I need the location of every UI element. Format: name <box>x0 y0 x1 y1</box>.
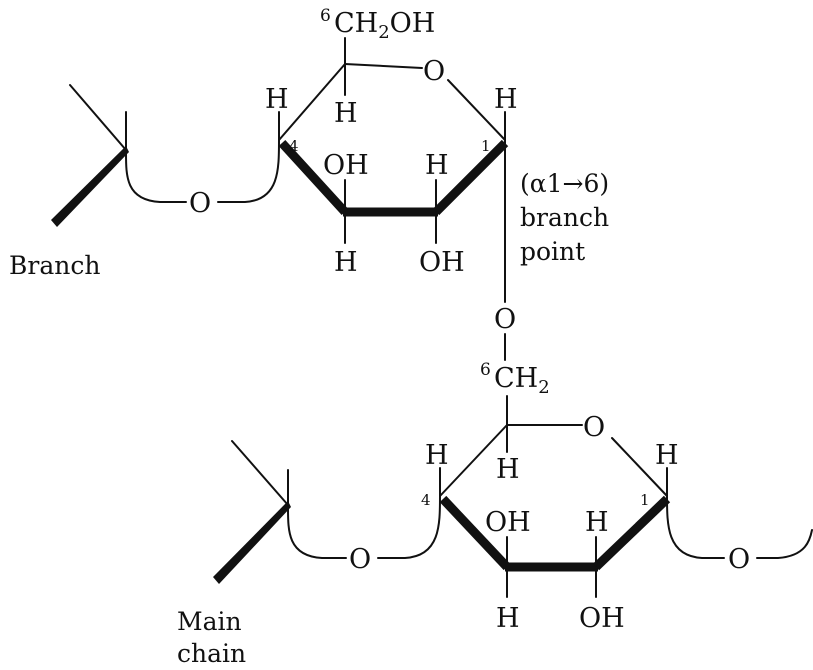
branch-c5-c4-bond <box>278 63 346 141</box>
branch-c2-oh: OH <box>419 247 465 278</box>
branch-c3-h: H <box>334 247 358 278</box>
branch-c5-h: H <box>334 98 358 129</box>
main-c4-c3-bond <box>439 495 511 571</box>
branch-c2-h: H <box>425 150 449 181</box>
main-link-chain-bond <box>286 504 347 559</box>
main-c2-c1-bond <box>592 495 671 571</box>
main-chain-caption-line2: chain <box>177 639 246 668</box>
branch-chain-end-line <box>69 84 127 151</box>
main-c5-h: H <box>496 454 520 485</box>
main-chain-wedge <box>213 501 291 584</box>
branch-c4-c3-bond <box>278 139 349 216</box>
branch-chain-wedge <box>51 146 129 227</box>
branch-c4-h: H <box>265 84 289 115</box>
main-c2-h: H <box>585 507 609 538</box>
main-ring-oxygen: O <box>583 412 605 443</box>
main-link-oxygen-left: O <box>349 544 371 575</box>
main-c4-h: H <box>425 440 449 471</box>
branch-c2-c1-bond <box>432 139 509 216</box>
branch-c5-o-bond <box>344 63 423 69</box>
branch-c4-number: 4 <box>289 137 299 155</box>
main-c1-link-bond <box>666 495 725 559</box>
main-c3-oh: OH <box>485 507 531 538</box>
main-c2-oh: OH <box>579 603 625 634</box>
alpha16-glycosidic-oxygen: O <box>494 304 516 335</box>
branch-c1-number: 1 <box>481 137 491 155</box>
main-c1-number: 1 <box>640 491 650 509</box>
main-c6-label: CH2 <box>494 363 550 398</box>
branch-link-oxygen: O <box>189 188 211 219</box>
branch-c1-h: H <box>494 84 518 115</box>
branch-c6-number: 6 <box>320 6 331 26</box>
branch-caption: Branch <box>9 251 100 280</box>
main-c4-link-bond <box>377 495 441 559</box>
main-c3-h: H <box>496 603 520 634</box>
branch-c4-link-bond <box>217 139 280 203</box>
main-residue: 6 CH2 O H H H 4 1 OH <box>213 360 813 634</box>
branch-point-word-point: point <box>520 237 585 266</box>
main-c1-h: H <box>655 440 679 471</box>
branch-ring-oxygen: O <box>423 56 445 87</box>
main-c5-c4-bond <box>439 424 508 497</box>
main-chain-caption-line1: Main <box>177 607 242 636</box>
branch-point-link: O (α1→6) branch point <box>494 139 609 361</box>
branch-link-chain-bond <box>124 149 187 203</box>
branch-point-word-branch: branch <box>520 203 609 232</box>
main-link-right-bond <box>756 529 813 559</box>
branch-c3-oh: OH <box>323 150 369 181</box>
main-c4-number: 4 <box>421 491 431 509</box>
branch-residue: 6 CH2OH O H H H 4 1 OH H H OH O <box>51 6 518 278</box>
main-o-c1-bond <box>611 437 668 497</box>
branch-point-linkage: (α1→6) <box>520 169 609 198</box>
main-chain-end-line <box>231 440 289 506</box>
branch-c6-label: CH2OH <box>334 8 435 43</box>
main-c6-number: 6 <box>480 360 491 380</box>
branch-o-c1-bond <box>447 79 506 141</box>
main-link-oxygen-right: O <box>728 544 750 575</box>
